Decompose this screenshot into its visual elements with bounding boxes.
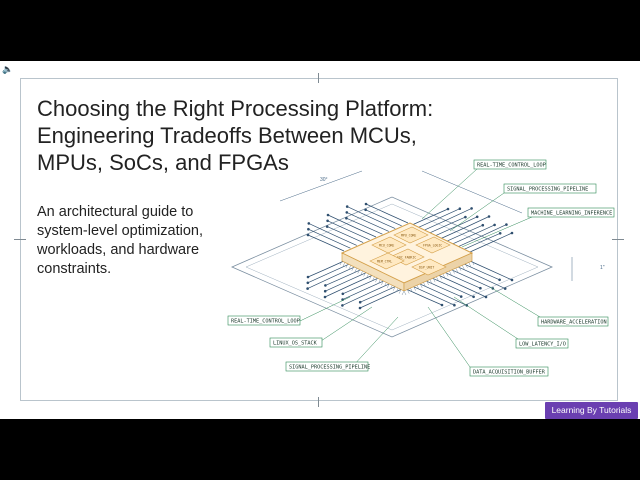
chip-block-dsp: DSP_UNIT [411, 258, 447, 276]
speaker-icon[interactable]: 🔈 [2, 64, 14, 74]
svg-text:DSP_UNIT: DSP_UNIT [419, 266, 434, 270]
svg-text:MACHINE_LEARNING_INFERENCE: MACHINE_LEARNING_INFERENCE [531, 211, 612, 217]
dimension-angle: 30° [320, 177, 328, 183]
chip-diagram: 30° 1" MCU_CORE MPU_CORE FPGA_LOGIC SOC_FAB… [227, 159, 615, 377]
svg-text:LOW_LATENCY_I/O: LOW_LATENCY_I/O [519, 342, 566, 348]
chip-block-fpga: FPGA_LOGIC [415, 236, 451, 254]
trace-pads [306, 202, 514, 310]
svg-text:LINUX_OS_STACK: LINUX_OS_STACK [273, 341, 318, 347]
frame-tick-left [14, 239, 26, 240]
svg-text:FPGA_LOGIC: FPGA_LOGIC [423, 244, 442, 248]
svg-text:DATA_ACQUISITION_BUFFER: DATA_ACQUISITION_BUFFER [473, 370, 546, 376]
svg-text:REAL-TIME_CONTROL_LOOP: REAL-TIME_CONTROL_LOOP [477, 163, 546, 169]
callout-signal-processing-pipeline-bottom: SIGNAL_PROCESSING_PIPELINE [285, 361, 370, 372]
svg-text:MCU_CORE: MCU_CORE [379, 244, 394, 248]
frame-tick-top [318, 73, 319, 83]
brand-badge[interactable]: Learning By Tutorials [545, 402, 638, 419]
callout-machine-learning-inference: MACHINE_LEARNING_INFERENCE [527, 207, 615, 218]
circuit-traces [307, 203, 513, 309]
chip-block-mpu: MPU_CORE [393, 226, 429, 244]
callout-real-time-control-loop-left: REAL-TIME_CONTROL_LOOP [227, 315, 301, 326]
callout-real-time-control-loop-top: REAL-TIME_CONTROL_LOOP [473, 159, 547, 170]
svg-text:SIGNAL_PROCESSING_PIPELINE: SIGNAL_PROCESSING_PIPELINE [507, 187, 588, 193]
svg-text:MEM_CTRL: MEM_CTRL [377, 260, 392, 264]
chip-block-mem: MEM_CTRL [369, 252, 405, 270]
slide-subtitle: An architectural guide to system-level o… [37, 204, 203, 277]
svg-text:MPU_CORE: MPU_CORE [401, 234, 416, 238]
svg-text:HARDWARE_ACCELERATION: HARDWARE_ACCELERATION [541, 320, 607, 326]
callout-hardware-acceleration: HARDWARE_ACCELERATION [537, 316, 609, 327]
callout-data-acquisition-buffer: DATA_ACQUISITION_BUFFER [469, 366, 549, 377]
chip-block-mcu: MCU_CORE [371, 236, 407, 254]
callout-linux-os-stack: LINUX_OS_STACK [269, 337, 323, 348]
letterbox-top [0, 0, 640, 61]
dimension-height: 1" [600, 265, 605, 271]
callout-signal-processing-pipeline-top: SIGNAL_PROCESSING_PIPELINE [503, 183, 597, 194]
letterbox-bottom [0, 419, 640, 480]
frame-tick-bottom [318, 397, 319, 407]
callout-low-latency-io: LOW_LATENCY_I/O [515, 338, 569, 349]
svg-text:SOC_FABRIC: SOC_FABRIC [397, 256, 416, 260]
slide: 🔈 Choosing the Right Processing Platform… [0, 61, 640, 419]
svg-text:REAL-TIME_CONTROL_LOOP: REAL-TIME_CONTROL_LOOP [231, 319, 300, 325]
svg-text:SIGNAL_PROCESSING_PIPELINE: SIGNAL_PROCESSING_PIPELINE [289, 365, 370, 371]
slide-title: Choosing the Right Processing Platform: … [37, 96, 434, 175]
frame-tick-right [612, 239, 624, 240]
